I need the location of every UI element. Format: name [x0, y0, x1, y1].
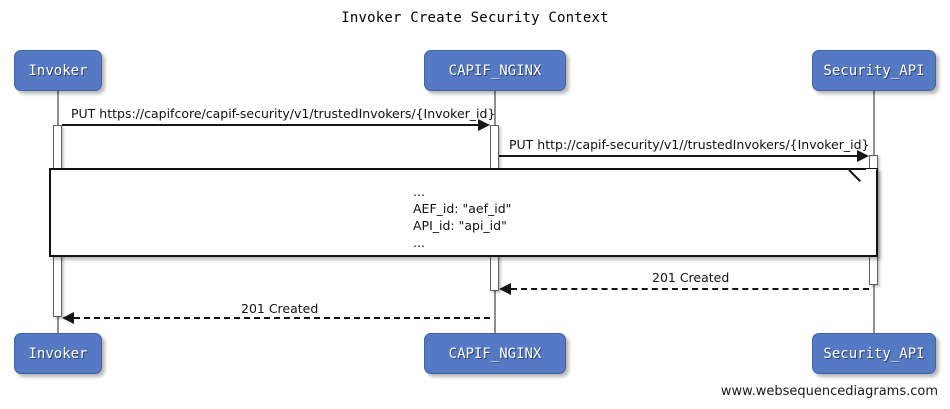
note-line-2: AEF_id: "aef_id"	[413, 201, 512, 216]
message-line-4	[74, 317, 490, 319]
participant-label: Security_API	[823, 345, 925, 362]
participant-label: CAPIF_NGINX	[448, 62, 542, 79]
message-line-3	[511, 288, 869, 290]
note-line-3: API_id: "api_id"	[413, 218, 507, 233]
message-arrowhead-1	[478, 119, 490, 131]
note-line-1: ...	[413, 184, 425, 199]
page-title: Invoker Create Security Context	[341, 10, 609, 26]
message-arrowhead-3	[499, 283, 511, 295]
message-label-4: 201 Created	[241, 301, 319, 316]
message-line-1	[62, 124, 478, 126]
participant-label: Invoker	[28, 345, 88, 362]
participant-security-api-top[interactable]: Security_API	[812, 50, 936, 91]
participant-label: Invoker	[28, 62, 88, 79]
participant-label: Security_API	[823, 62, 925, 79]
message-arrowhead-4	[62, 312, 74, 324]
message-line-2	[499, 155, 857, 157]
participant-label: CAPIF_NGINX	[448, 345, 542, 362]
participant-capif-nginx-top[interactable]: CAPIF_NGINX	[424, 50, 566, 91]
message-label-3: 201 Created	[652, 270, 730, 285]
note-line-4: ...	[413, 235, 425, 250]
participant-invoker-bottom[interactable]: Invoker	[14, 333, 102, 374]
note-box: ... AEF_id: "aef_id" API_id: "api_id" ..…	[49, 168, 878, 257]
participant-invoker-top[interactable]: Invoker	[14, 50, 102, 91]
footer-watermark: www.websequencediagrams.com	[720, 384, 938, 399]
message-label-1: PUT https://capifcore/capif-security/v1/…	[71, 106, 496, 121]
message-arrowhead-2	[857, 150, 869, 162]
note-fold-line	[848, 169, 862, 183]
participant-security-api-bottom[interactable]: Security_API	[812, 333, 936, 374]
message-label-2: PUT http://capif-security/v1//trustedInv…	[509, 137, 870, 152]
note-fold-corner	[866, 169, 877, 180]
participant-capif-nginx-bottom[interactable]: CAPIF_NGINX	[424, 333, 566, 374]
